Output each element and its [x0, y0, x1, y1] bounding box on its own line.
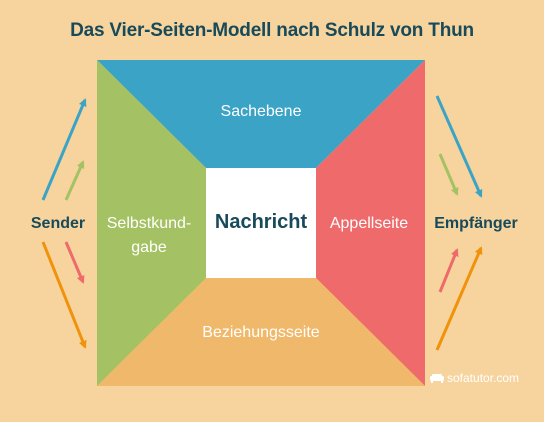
sender-label: Sender: [31, 215, 85, 232]
sender-arrow-red: [64, 241, 85, 284]
receiver-arrow-red: [438, 248, 459, 293]
selbstkundgabe-panel: [97, 60, 206, 386]
brand-logo: sofatutor.com: [430, 371, 519, 385]
diagram-title: Das Vier-Seiten-Modell nach Schulz von T…: [70, 20, 474, 41]
beziehungsseite-panel: [97, 278, 425, 386]
receiver-arrow-blue: [435, 95, 483, 198]
sofa-icon: [430, 374, 444, 383]
selbstkundgabe-label-line2: gabe: [131, 239, 167, 256]
brand-label: sofatutor.com: [447, 371, 520, 385]
sender-arrow-blue: [41, 98, 87, 201]
sender-arrow-green: [64, 160, 85, 201]
empfaenger-label: Empfänger: [434, 215, 518, 232]
appellseite-label: Appellseite: [330, 215, 408, 232]
nachricht-box: [206, 168, 316, 278]
sachebene-panel: [97, 60, 425, 168]
selbstkundgabe-label-line1: Selbstkund-: [107, 215, 192, 232]
receiver-arrow-orange: [435, 246, 483, 351]
beziehungsseite-label: Beziehungsseite: [202, 324, 320, 341]
receiver-arrow-green: [438, 153, 459, 196]
sachebene-label: Sachebene: [221, 103, 302, 120]
nachricht-label: Nachricht: [215, 211, 308, 233]
sender-arrow-orange: [41, 241, 87, 349]
appellseite-panel: [316, 60, 425, 386]
